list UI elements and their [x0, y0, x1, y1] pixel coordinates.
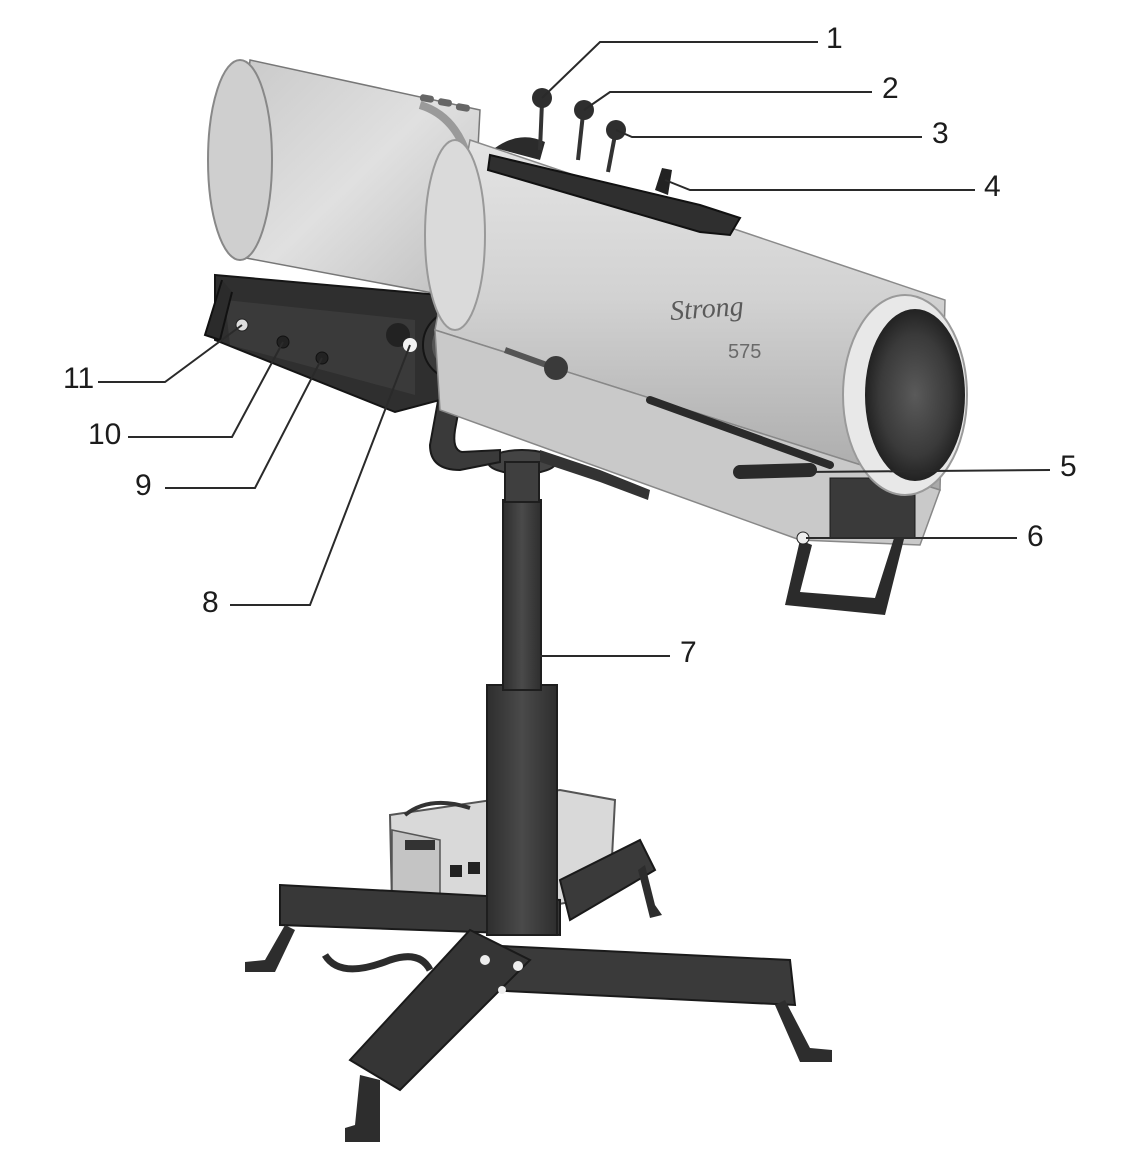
callout-8: 8: [202, 586, 219, 619]
callout-1: 1: [826, 22, 843, 55]
callout-7: 7: [680, 636, 697, 669]
leader-lines: [98, 41, 1051, 657]
callout-labels: 1 2 3 4 5 6 7 8 9 10 11: [63, 22, 1077, 669]
pedestal: [428, 388, 650, 936]
base-arm-back-right: [558, 838, 657, 922]
foot-back: [638, 865, 662, 918]
lens: [865, 309, 965, 481]
callout-9: 9: [135, 469, 152, 502]
callout-4: 4: [984, 170, 1001, 203]
callout-5: 5: [1060, 450, 1077, 483]
callout-6: 6: [1027, 520, 1044, 553]
foot-left: [245, 925, 295, 972]
base-arm-front: [348, 928, 532, 1092]
stand-base: [245, 788, 832, 1142]
model-label: 575: [728, 341, 761, 363]
foot-right: [775, 1000, 832, 1062]
brand-logo: Strong: [669, 291, 745, 327]
callout-3: 3: [932, 117, 949, 150]
foot-front: [345, 1075, 380, 1142]
callout-2: 2: [882, 72, 899, 105]
callout-10: 10: [88, 418, 121, 451]
front-bracket: [785, 535, 905, 615]
callout-11: 11: [63, 362, 94, 395]
base-arm-right: [478, 943, 797, 1007]
front-tube: [424, 139, 968, 615]
